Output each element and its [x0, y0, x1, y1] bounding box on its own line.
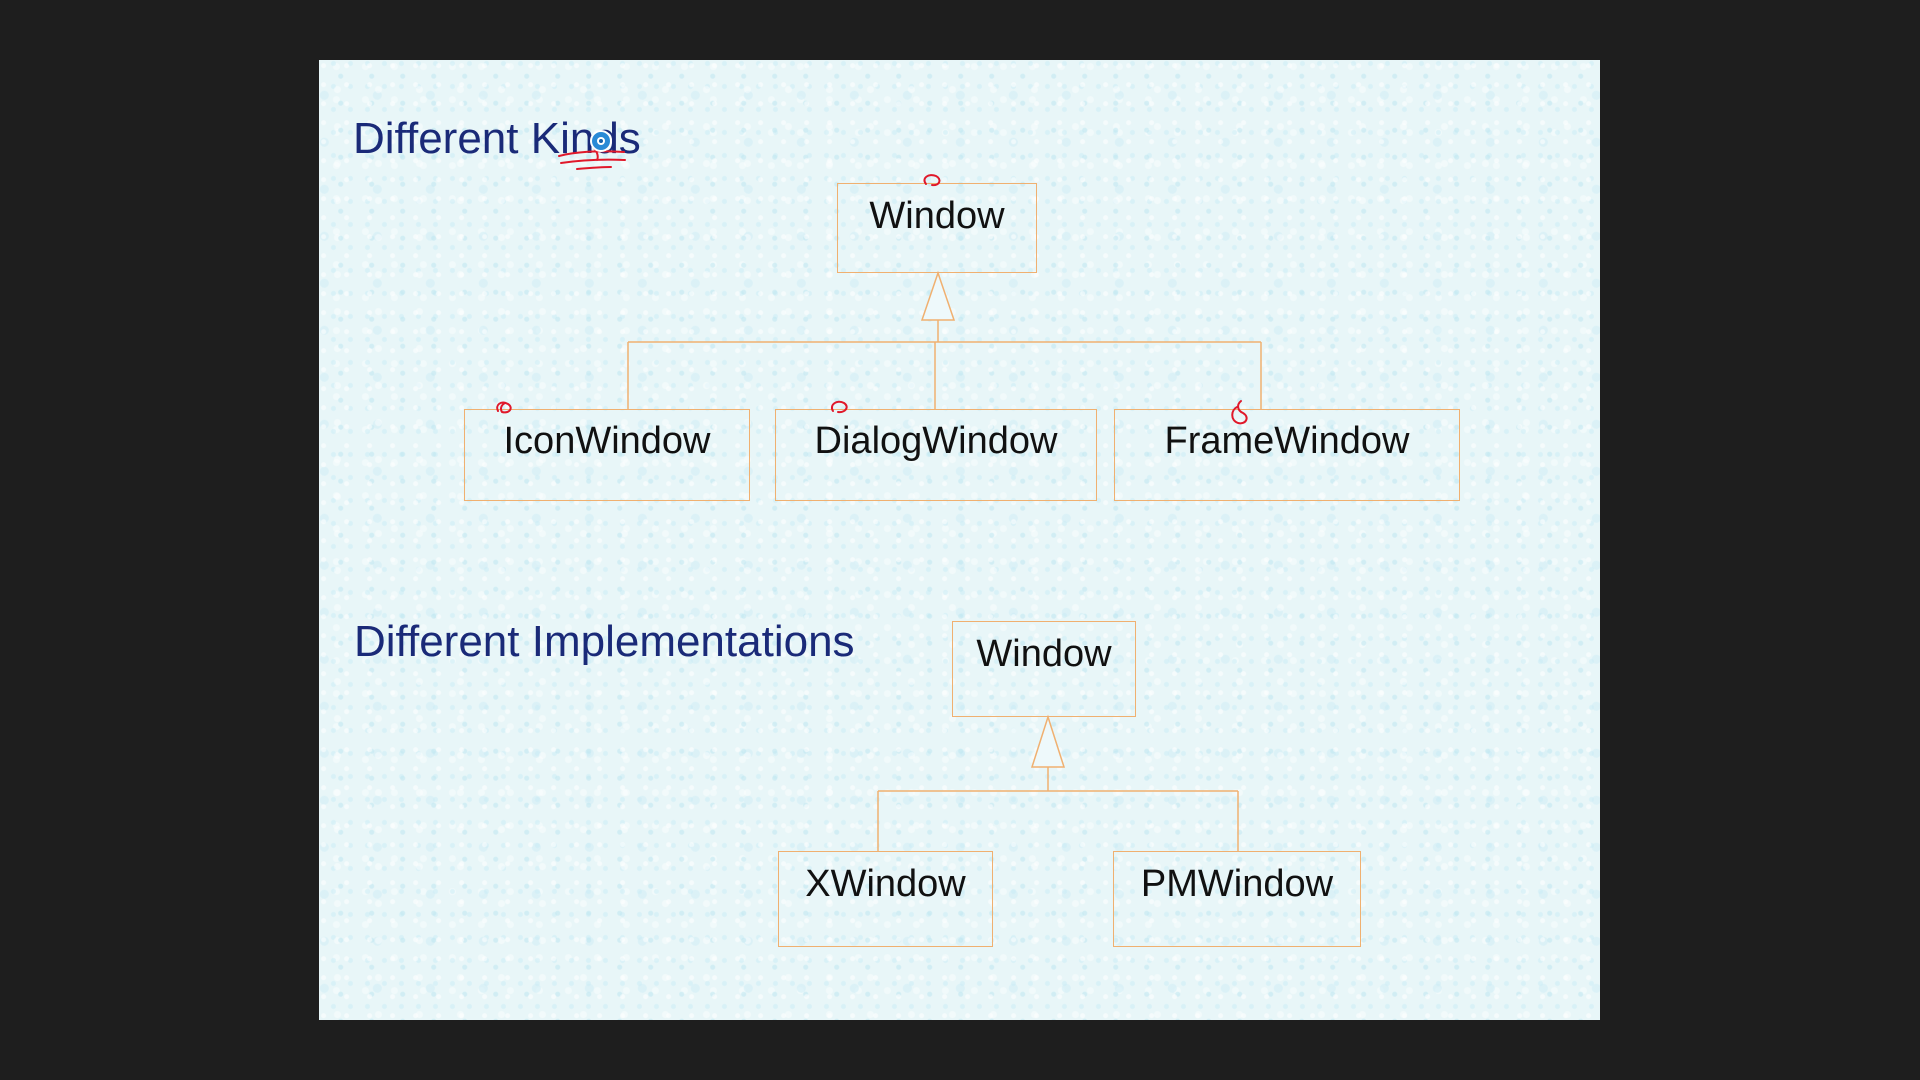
impl-generalization-arrow	[1030, 714, 1066, 768]
class-name: IconWindow	[503, 420, 711, 462]
class-box-pmwindow: PMWindow	[1113, 851, 1361, 947]
laser-pointer-icon	[590, 130, 612, 152]
implementations-inheritance-lines	[877, 714, 1239, 851]
class-name: Window	[869, 195, 1005, 237]
class-name: PMWindow	[1140, 863, 1334, 905]
kinds-inheritance-lines	[627, 270, 1262, 409]
class-name: Window	[976, 633, 1112, 675]
kinds-generalization-arrow	[920, 270, 956, 321]
class-box-window-impl: Window	[952, 621, 1136, 717]
class-box-dialogwindow: DialogWindow	[775, 409, 1097, 501]
slide: Different Kinds Different Implementation…	[319, 60, 1600, 1020]
class-box-framewindow: FrameWindow	[1114, 409, 1460, 501]
class-box-iconwindow: IconWindow	[464, 409, 750, 501]
class-name: FrameWindow	[1164, 420, 1410, 462]
class-name: DialogWindow	[814, 420, 1058, 462]
class-name: XWindow	[805, 863, 966, 905]
class-box-window: Window	[837, 183, 1037, 273]
inheritance-connectors	[627, 270, 1262, 851]
slide-title-implementations: Different Implementations	[354, 617, 855, 666]
class-box-xwindow: XWindow	[778, 851, 993, 947]
